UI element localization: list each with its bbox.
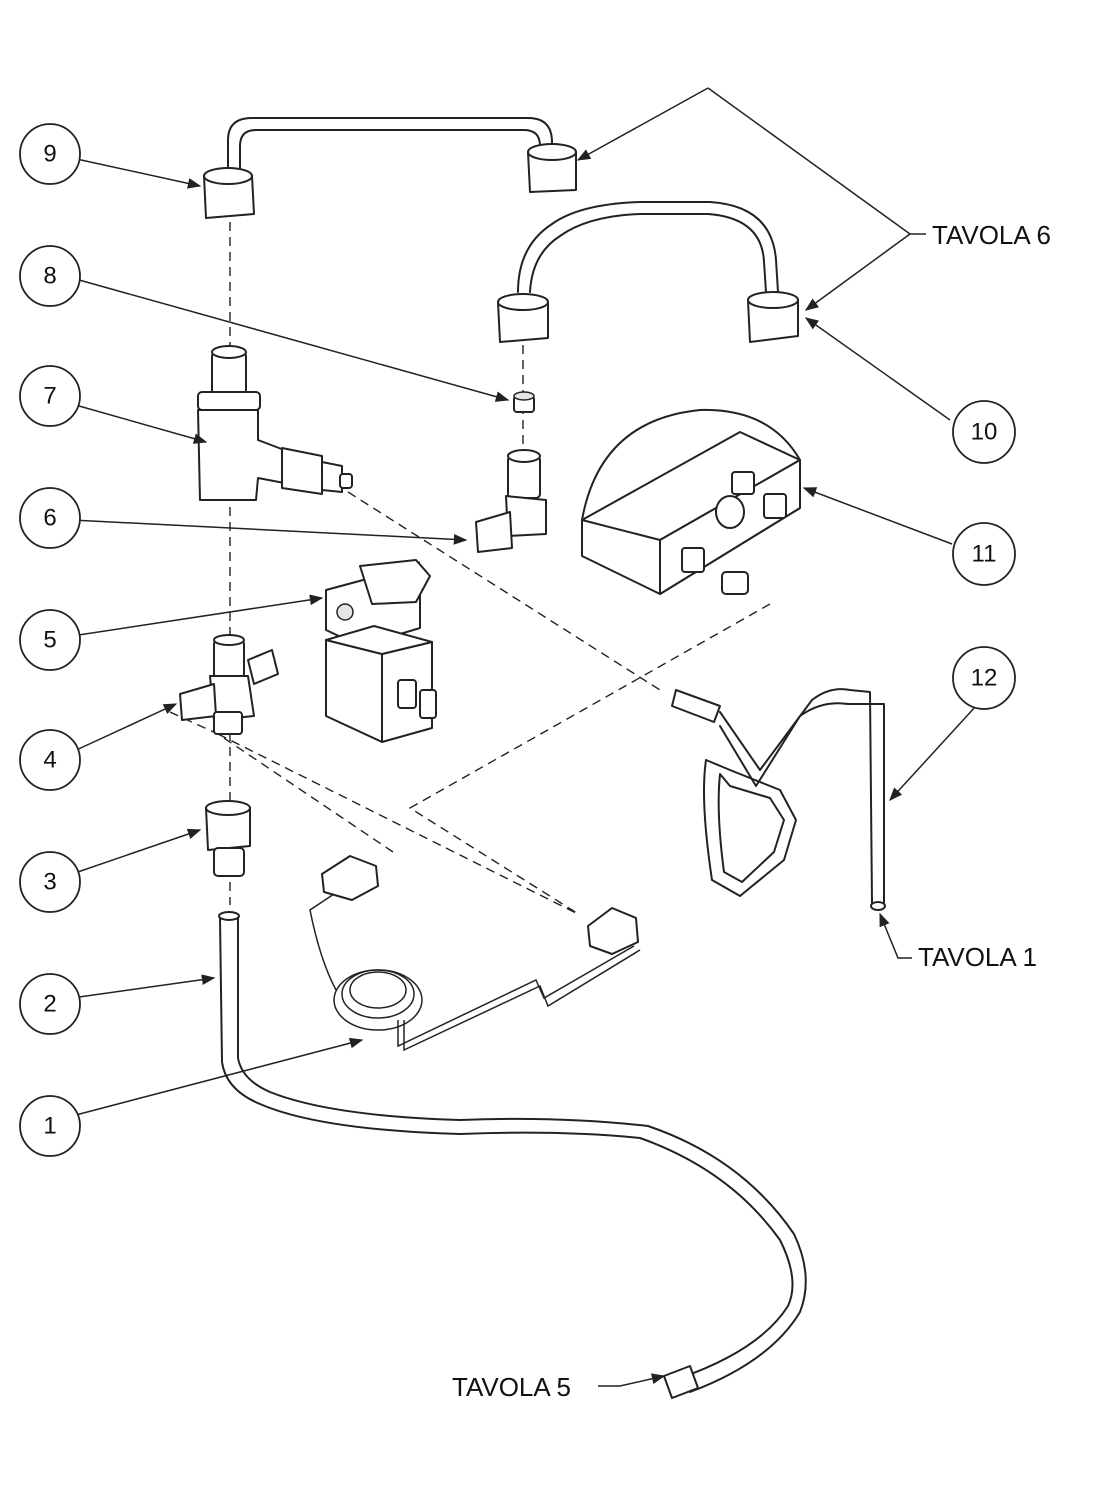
tavola-5-label: TAVOLA 5 [452,1372,571,1402]
callout-2: 2 [19,973,81,1035]
leader-lines [71,87,977,1387]
callout-9: 9 [19,123,81,185]
part-7-valve-body [197,345,353,501]
svg-text:2: 2 [43,991,56,1018]
callout-1: 1 [19,1095,81,1157]
callout-11: 11 [952,522,1016,586]
callout-7: 7 [19,365,81,427]
part-9-tube-assembly [203,117,577,219]
svg-text:12: 12 [971,665,998,692]
svg-text:7: 7 [43,383,56,410]
part-4-tee-fitting [179,634,279,735]
svg-text:4: 4 [43,747,56,774]
svg-text:3: 3 [43,869,56,896]
svg-text:1: 1 [43,1113,56,1140]
callout-12: 12 [952,646,1016,710]
callout-8: 8 [19,245,81,307]
tavola-6-label: TAVOLA 6 [932,220,1051,250]
callout-6: 6 [19,487,81,549]
callout-10: 10 [952,400,1016,464]
callout-5: 5 [19,609,81,671]
part-11-pressure-gauge [581,408,801,595]
svg-text:11: 11 [972,541,997,568]
callout-4: 4 [19,729,81,791]
part-2-long-tube [218,911,807,1399]
part-12-bent-tube [671,688,886,911]
tavola-1-label: TAVOLA 1 [918,942,1037,972]
svg-text:8: 8 [43,263,56,290]
part-10-tube-assembly [497,201,799,343]
part-3-fitting [205,800,251,877]
svg-text:6: 6 [43,505,56,532]
capillary-tube [309,855,641,1052]
part-8-ferrule [513,391,535,413]
part-6-elbow-fitting [475,449,547,553]
callout-3: 3 [19,851,81,913]
svg-text:10: 10 [971,419,998,446]
part-5-solenoid-valve [325,559,437,743]
svg-text:9: 9 [43,141,56,168]
svg-text:5: 5 [43,627,56,654]
